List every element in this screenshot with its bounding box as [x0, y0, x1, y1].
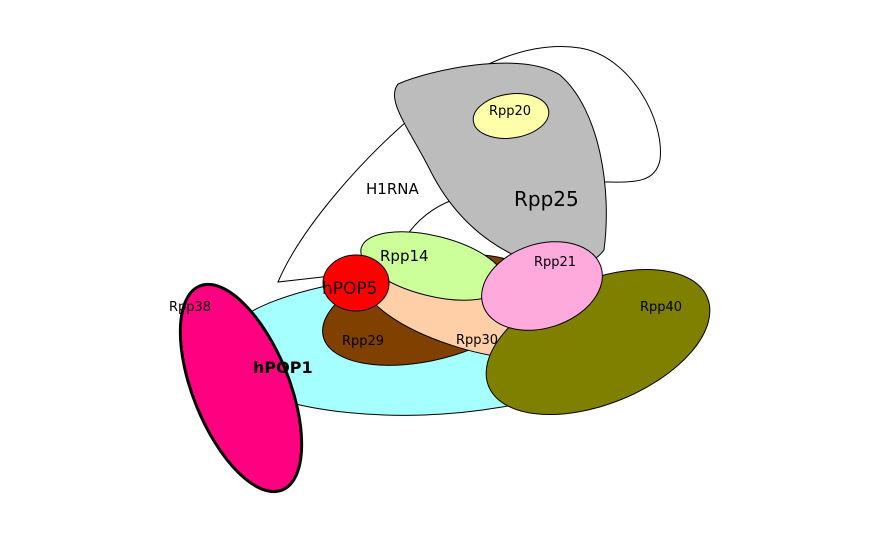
rpp38-label: Rpp38	[169, 300, 211, 315]
hpop1-label: hPOP1	[253, 358, 313, 377]
rpp30-label: Rpp30	[456, 333, 498, 348]
rpp38-shape	[178, 282, 304, 494]
rpp20-label: Rpp20	[489, 104, 531, 119]
h1rna-label: H1RNA	[366, 180, 419, 198]
rpp25-label: Rpp25	[514, 187, 579, 211]
rpp20-shape	[472, 93, 550, 139]
rpp21-shape	[481, 241, 603, 331]
rpp14-label: Rpp14	[380, 247, 429, 265]
hpop5-shape	[322, 254, 390, 312]
rpp29-label: Rpp29	[342, 334, 384, 349]
rpp40-label: Rpp40	[640, 300, 682, 315]
hpop5-label: hPOP5	[322, 279, 377, 299]
rpp21-label: Rpp21	[534, 255, 576, 270]
